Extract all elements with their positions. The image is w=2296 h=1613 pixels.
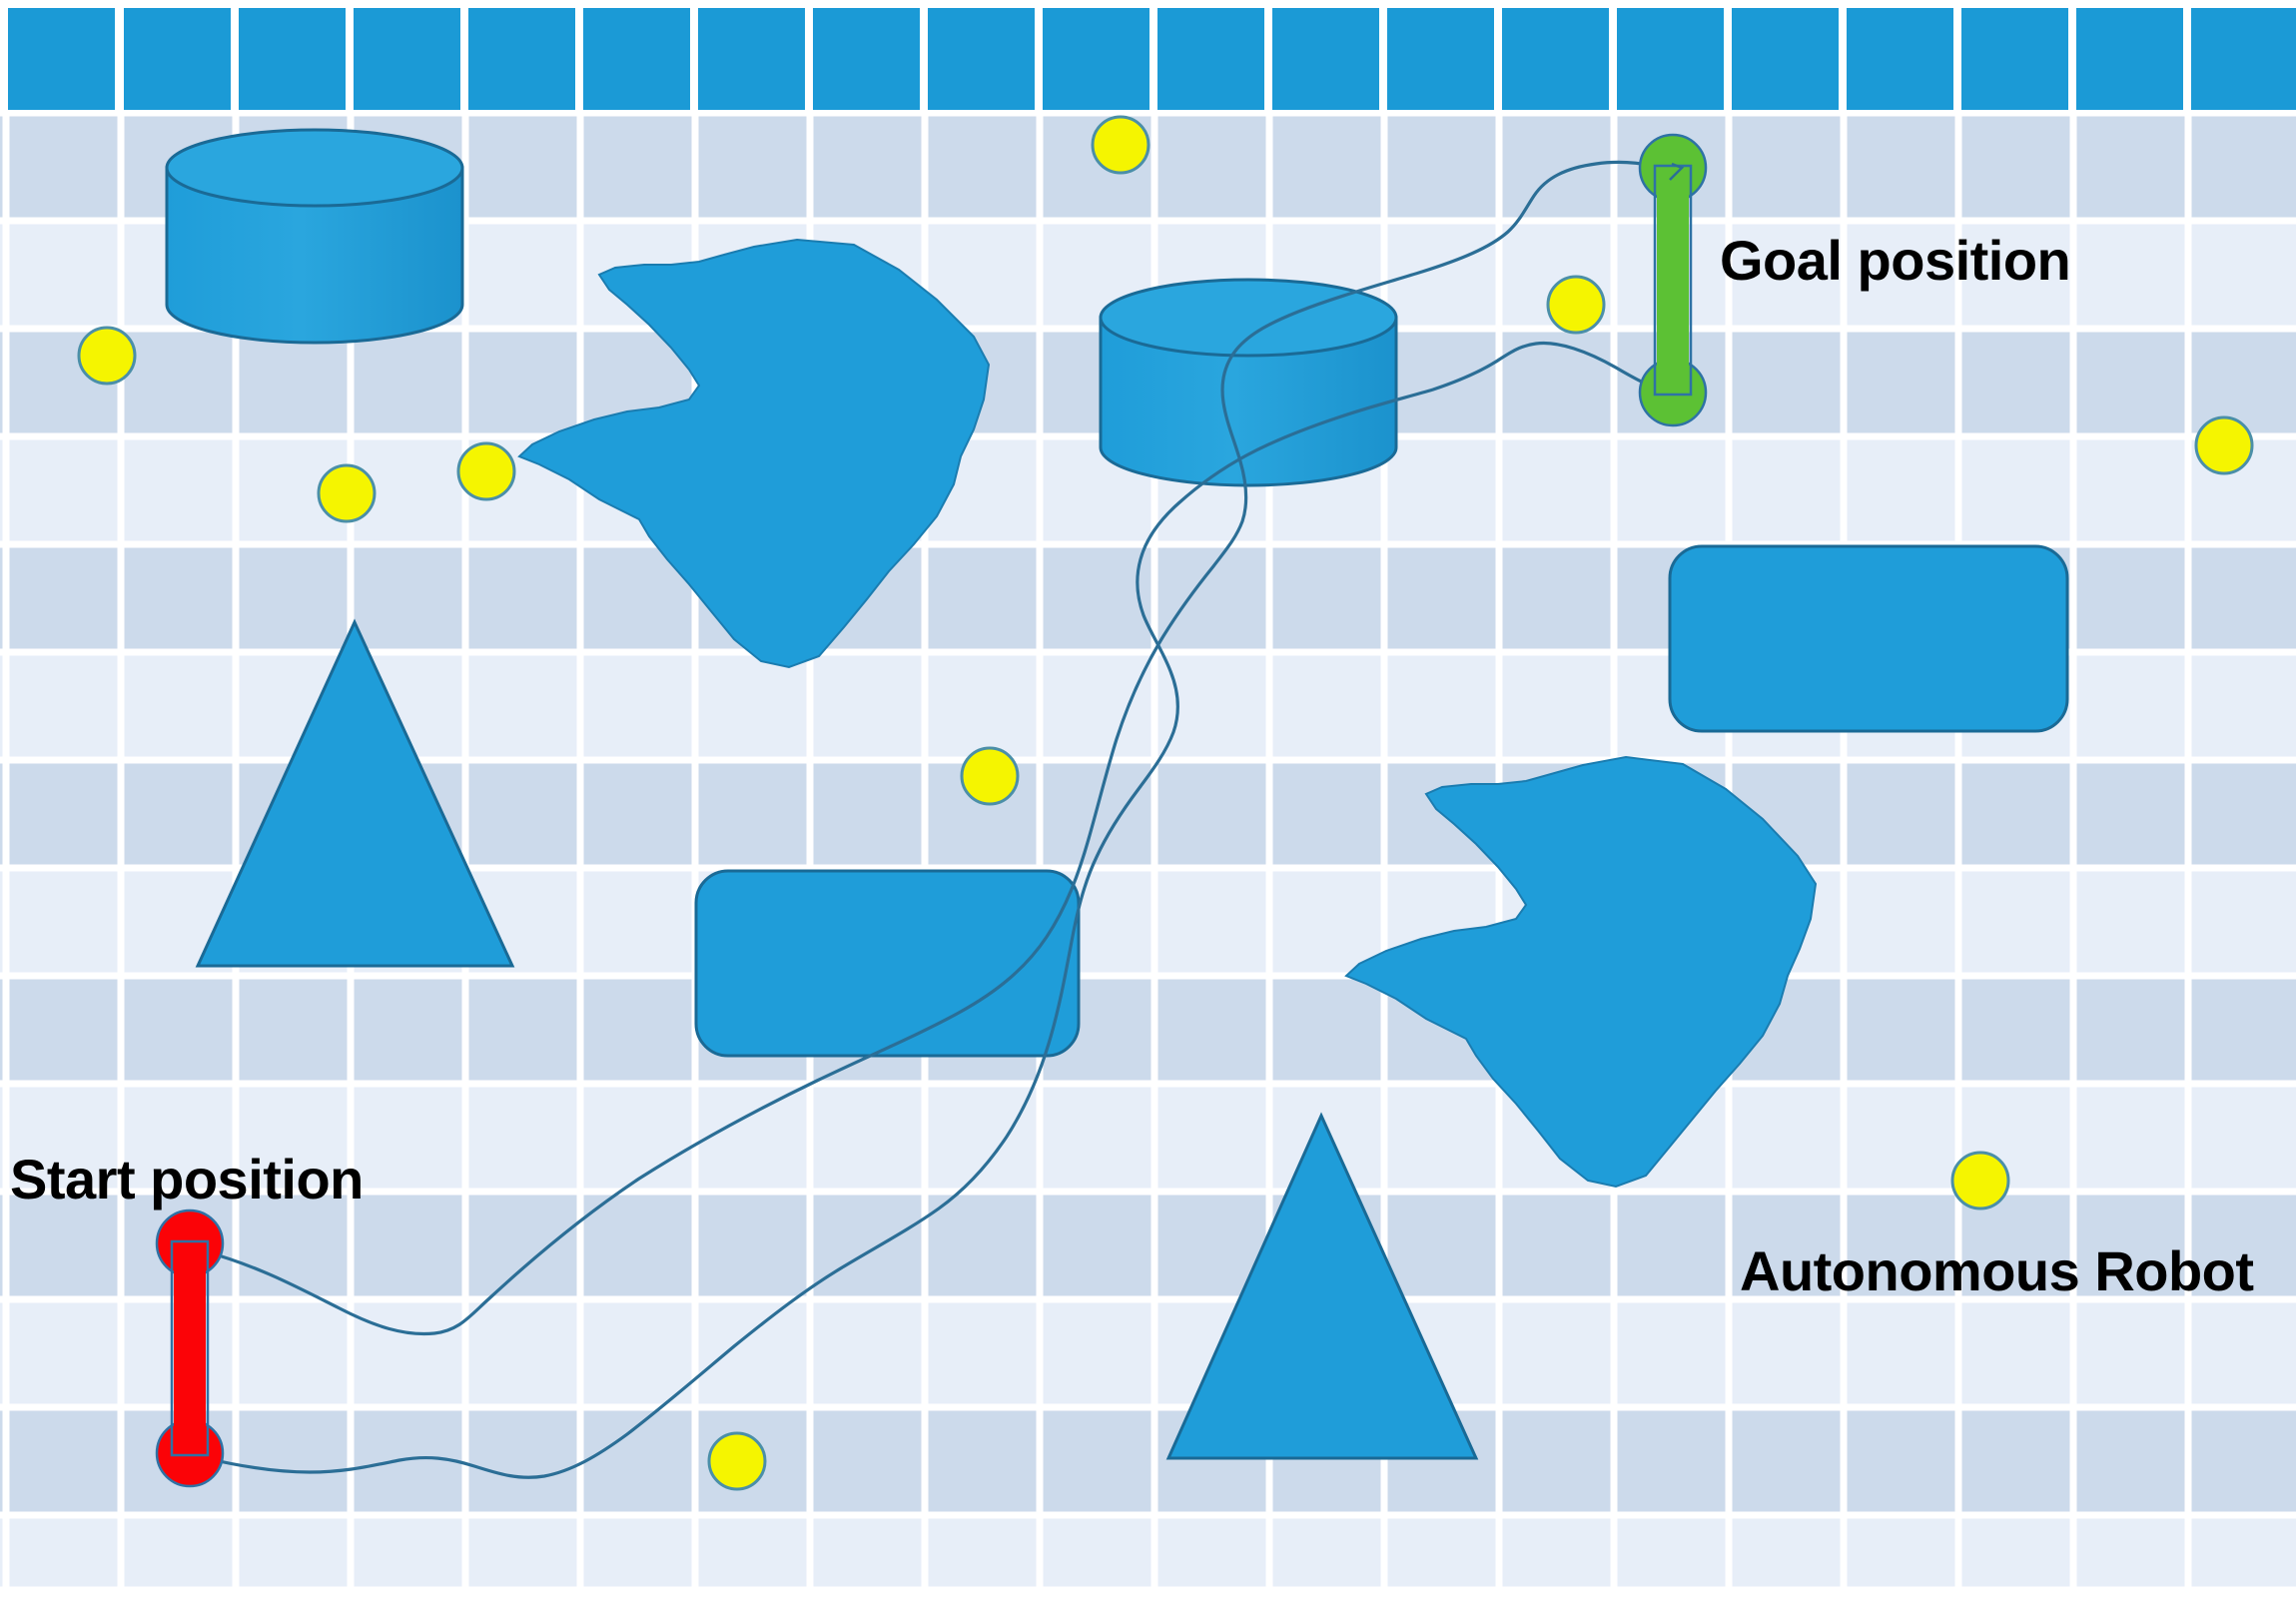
robot-ball	[456, 441, 516, 501]
goal-marker-body	[1657, 168, 1689, 393]
start-position-label: Start position	[10, 1148, 364, 1210]
robot-ball	[707, 1431, 767, 1491]
path-upper-trajectory	[203, 160, 1672, 1336]
robot-ball	[960, 746, 1020, 806]
goal-position-marker[interactable]	[1638, 133, 1708, 427]
rounded-rect-right-obstacle	[1668, 544, 2069, 733]
start-marker-outline	[170, 1239, 210, 1457]
autonomous-robot-label: Autonomous Robot	[1740, 1239, 2254, 1302]
cylinder-upper-left	[165, 128, 464, 345]
robot-ball	[1950, 1151, 2010, 1210]
triangle-left-obstacle	[195, 618, 515, 968]
goal-arrow-icon	[1669, 162, 1685, 181]
goal-position-label: Goal position	[1720, 229, 2070, 292]
robot-ball	[317, 463, 377, 523]
blob-upper-obstacle	[517, 238, 991, 669]
robot-ball	[1091, 115, 1150, 175]
robot-ball	[1546, 275, 1606, 335]
start-position-marker[interactable]	[155, 1209, 225, 1488]
goal-marker-outline	[1653, 164, 1693, 397]
path-lower-trajectory	[204, 341, 1672, 1479]
blob-lower-obstacle	[1344, 755, 1818, 1189]
cylinder-upper-middle	[1099, 278, 1398, 487]
triangle-bottom-obstacle	[1165, 1112, 1479, 1460]
robot-paths-layer	[203, 160, 1672, 1479]
rounded-rect-center-obstacle	[694, 869, 1081, 1058]
start-marker-body	[174, 1243, 206, 1453]
grid-header-row	[8, 8, 2296, 110]
robot-balls-layer	[77, 115, 2254, 1491]
robot-ball	[2194, 415, 2254, 475]
robot-ball	[77, 326, 137, 386]
obstacles-layer	[165, 128, 2069, 1460]
